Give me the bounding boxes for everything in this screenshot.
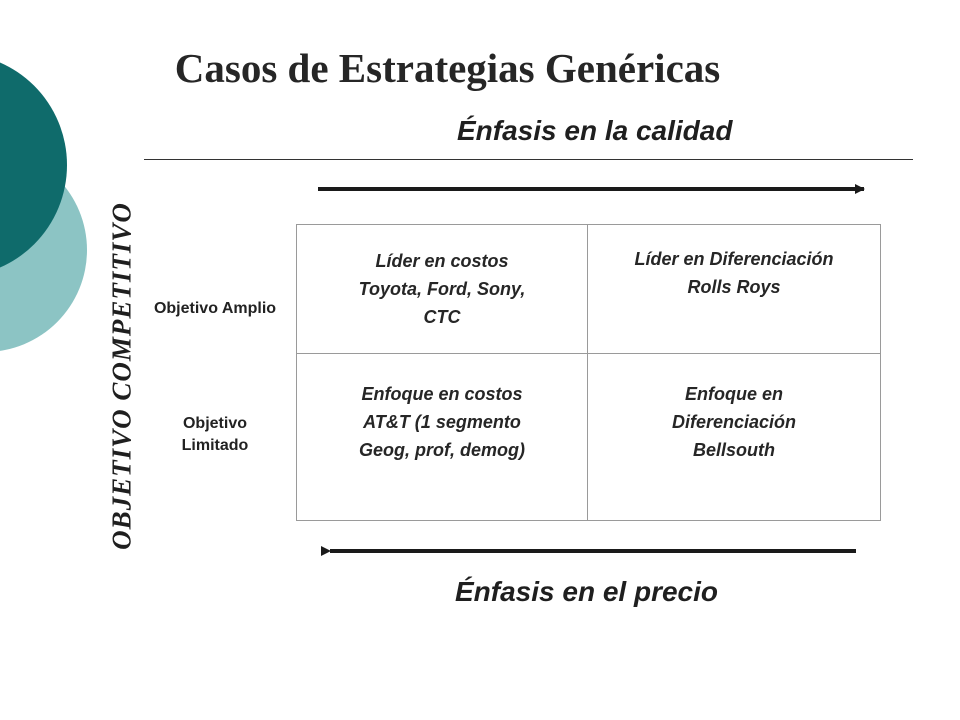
strategy-matrix: Líder en costos Toyota, Ford, Sony, CTC …	[296, 224, 881, 521]
cell-line: AT&T (1 segmento	[363, 412, 521, 432]
cell-line: Rolls Roys	[687, 277, 781, 297]
row-label-limited: Objetivo Limitado	[150, 413, 280, 457]
cell-differentiation-leadership: Líder en Diferenciación Rolls Roys	[588, 225, 880, 354]
row-label-limited-line1: Objetivo	[182, 415, 247, 432]
competitive-objective-axis-label: OBJETIVO COMPETITIVO	[106, 202, 137, 550]
row-label-limited-line2: Limitado	[181, 437, 249, 454]
cell-cost-focus: Enfoque en costos AT&T (1 segmento Geog,…	[297, 354, 588, 520]
page-title: Casos de Estrategias Genéricas	[174, 45, 721, 91]
cell-line: Toyota, Ford, Sony,	[358, 279, 526, 299]
title-divider	[144, 159, 913, 160]
cell-line: CTC	[423, 307, 461, 327]
cell-line: Enfoque en costos	[361, 384, 523, 404]
quality-emphasis-label: Énfasis en la calidad	[457, 115, 733, 146]
cell-line: Líder en Diferenciación	[634, 249, 834, 269]
cell-differentiation-focus: Enfoque en Diferenciación Bellsouth	[588, 354, 880, 520]
dark-teal-circle	[0, 62, 67, 268]
price-emphasis-label: Énfasis en el precio	[455, 576, 718, 607]
row-label-wide: Objetivo Amplio	[153, 300, 277, 317]
cell-line: Geog, prof, demog)	[359, 440, 525, 460]
cell-line: Diferenciación	[671, 412, 797, 432]
cell-line: Enfoque en	[685, 384, 783, 404]
cell-line: Líder en costos	[375, 251, 509, 271]
cell-line: Bellsouth	[692, 440, 775, 460]
cell-cost-leadership: Líder en costos Toyota, Ford, Sony, CTC	[297, 225, 588, 354]
